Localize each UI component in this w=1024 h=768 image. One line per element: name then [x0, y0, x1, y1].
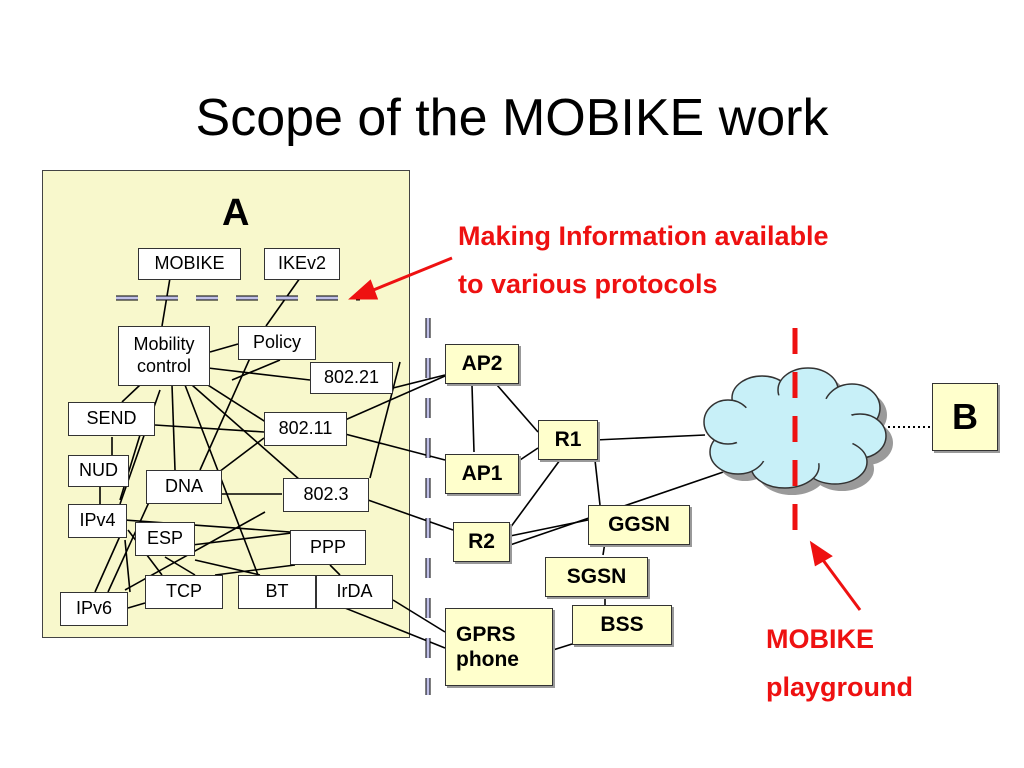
info-annotation-line1: Making Information available [458, 221, 829, 251]
host-a-label: A [222, 192, 250, 234]
playground-annotation-line1: MOBIKE [766, 624, 874, 654]
info-annotation-line2: to various protocols [458, 269, 718, 300]
slide-title: Scope of the MOBIKE work [195, 89, 829, 147]
arrow-icon [348, 256, 862, 611]
ikev2-box: IKEv2 [264, 248, 340, 280]
policy-box: Policy [238, 326, 316, 360]
gprs-phone-node: GPRS phone [445, 608, 553, 686]
nud-box: NUD [68, 455, 129, 487]
tcp-box: TCP [145, 575, 223, 609]
playground-annotation-line2: playground [766, 672, 913, 703]
send-box: SEND [68, 402, 155, 436]
sgsn-node: SGSN [545, 557, 648, 597]
dna-box: DNA [146, 470, 222, 504]
bss-node: BSS [572, 605, 672, 645]
ggsn-node: GGSN [588, 505, 690, 545]
ipv6-box: IPv6 [60, 592, 128, 626]
mobility-control-box: Mobility control [118, 326, 210, 386]
ieee-802-3-box: 802.3 [283, 478, 369, 512]
ipv4-box: IPv4 [68, 504, 127, 538]
internet-cloud-icon [703, 367, 893, 495]
r2-node: R2 [453, 522, 510, 562]
r1-node: R1 [538, 420, 598, 460]
host-b-node: B [932, 383, 998, 451]
mobike-box: MOBIKE [138, 248, 241, 280]
ieee-802-11-box: 802.11 [264, 412, 347, 446]
ap1-node: AP1 [445, 454, 519, 494]
info-annotation: Making Information available to various … [458, 212, 829, 308]
ap2-node: AP2 [445, 344, 519, 384]
esp-box: ESP [135, 522, 195, 556]
ppp-box: PPP [290, 530, 366, 565]
playground-annotation: MOBIKE playground [766, 615, 913, 711]
irda-box: IrDA [316, 575, 393, 609]
ieee-802-21-box: 802.21 [310, 362, 393, 394]
bt-box: BT [238, 575, 316, 609]
